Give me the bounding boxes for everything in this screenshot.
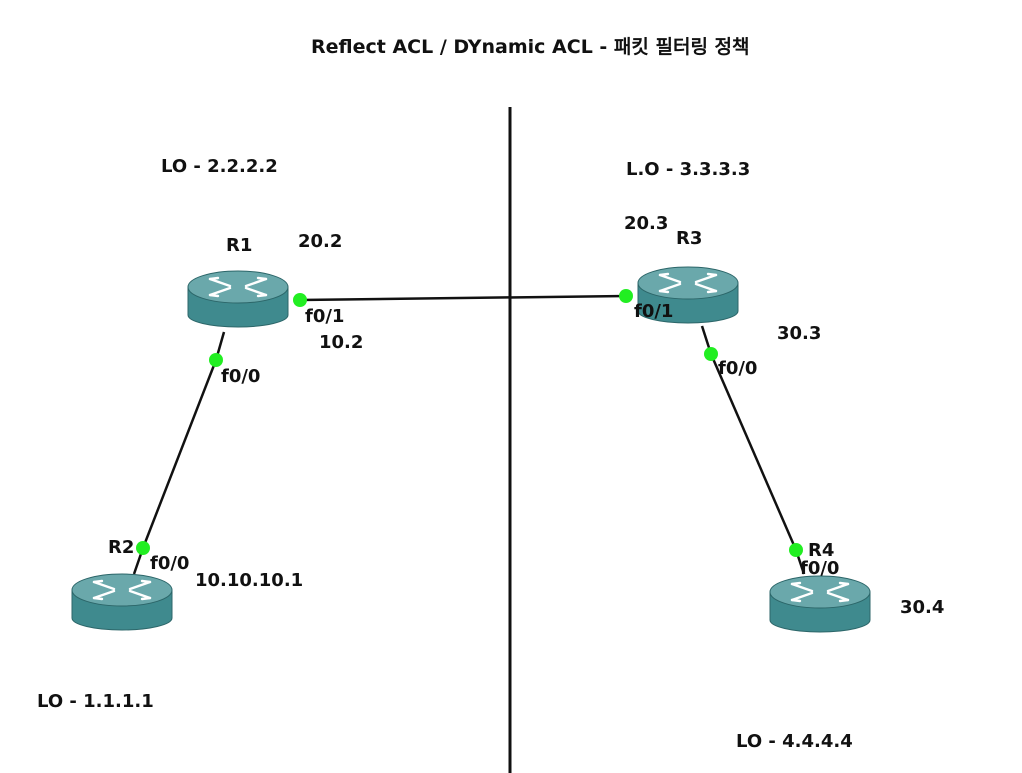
- router-icon-r4[interactable]: [768, 574, 872, 634]
- r3-ip-20-label: 20.3: [624, 213, 669, 234]
- r1-loopback-label: LO - 2.2.2.2: [161, 156, 278, 177]
- router-icon-r1[interactable]: [186, 269, 290, 329]
- r3-f0-0-label: f0/0: [718, 358, 758, 379]
- r4-ip-label: 30.4: [900, 597, 945, 618]
- port-dot-r3-f0-0: [704, 347, 718, 361]
- r3-loopback-label: L.O - 3.3.3.3: [626, 159, 751, 180]
- diagram-title: Reflect ACL / DYnamic ACL - 패킷 필터링 정책: [311, 36, 750, 58]
- link-r1-r3: [299, 294, 627, 302]
- r3-f0-1-label: f0/1: [634, 301, 674, 322]
- r3-ip-30-label: 30.3: [777, 323, 822, 344]
- r2-f0-0-label: f0/0: [150, 553, 190, 574]
- r1-ip-20-label: 20.2: [298, 231, 343, 252]
- router-icon-r2[interactable]: [70, 572, 174, 632]
- r1-f0-0-label: f0/0: [221, 366, 261, 387]
- link-r1-r2: [141, 359, 218, 549]
- r4-f0-0-label: f0/0: [800, 558, 840, 579]
- port-dot-r1-f0-1: [293, 293, 307, 307]
- port-dot-r1-f0-0: [209, 353, 223, 367]
- r1-f0-1-label: f0/1: [305, 306, 345, 327]
- port-dot-r2-f0-0: [136, 541, 150, 555]
- r4-loopback-label: LO - 4.4.4.4: [736, 731, 853, 752]
- port-dot-r3-f0-1: [619, 289, 633, 303]
- r2-loopback-label: LO - 1.1.1.1: [37, 691, 154, 712]
- link-r3-r4: [709, 353, 798, 551]
- r4-name-label: R4: [808, 540, 835, 561]
- r2-ip-label: 10.10.10.1: [195, 570, 304, 591]
- r1-ip-10-label: 10.2: [319, 332, 364, 353]
- r1-name-label: R1: [226, 235, 253, 256]
- port-dot-r4-f0-0: [789, 543, 803, 557]
- r2-name-label: R2: [108, 537, 135, 558]
- r3-name-label: R3: [676, 228, 703, 249]
